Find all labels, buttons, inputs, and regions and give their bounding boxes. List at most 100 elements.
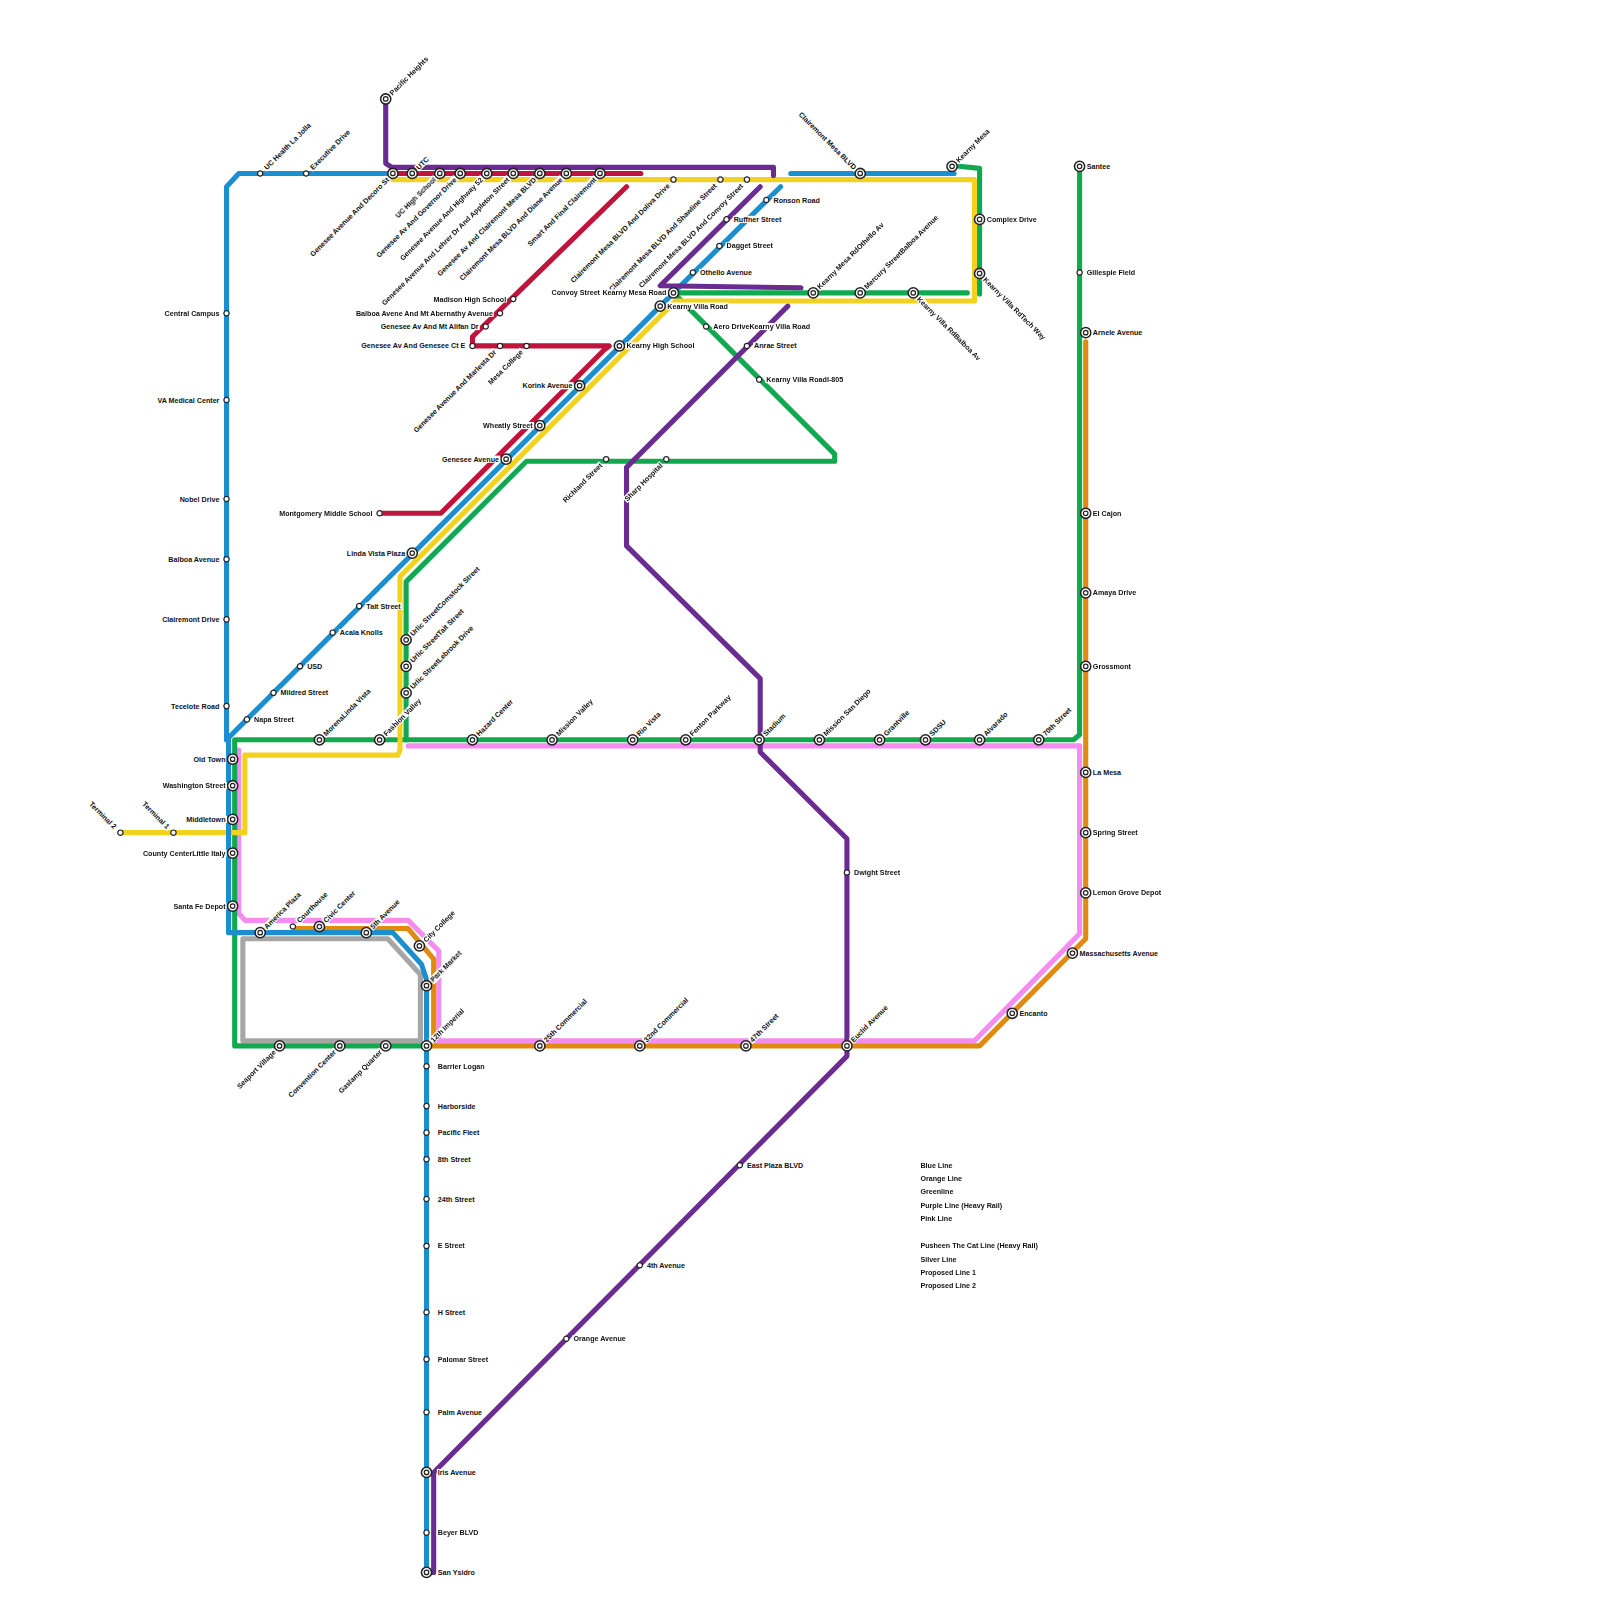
station-ring: [974, 735, 984, 745]
station-marker: [637, 1263, 642, 1268]
station-core: [630, 738, 634, 742]
station-marker: [511, 296, 516, 301]
station-label: SDSU: [927, 717, 948, 738]
station-label: Spring Street: [1092, 829, 1139, 836]
station-marker: [290, 924, 295, 929]
station-label: Balboa Avenue: [167, 556, 220, 563]
station-label: Korink Avenue: [522, 382, 574, 389]
legend-text: Pink Line: [920, 1215, 952, 1222]
station-marker: [470, 343, 475, 348]
station-label: 32nd Commercial: [642, 996, 691, 1045]
station-label: Smart And Final Clairemont: [525, 175, 598, 248]
station-ring: [508, 168, 518, 178]
station-ring: [920, 735, 930, 745]
station-label: 25th Commercial: [542, 997, 589, 1044]
station-ring: [407, 548, 417, 558]
transit-line: [791, 171, 954, 176]
station-ring: [744, 177, 749, 182]
station-ring: [303, 171, 308, 176]
station-ring: [855, 168, 865, 178]
station-core: [417, 944, 421, 948]
station-core: [258, 930, 262, 934]
station-ring: [842, 1041, 852, 1051]
transit-line: [120, 180, 974, 833]
station-marker: [303, 171, 308, 176]
station-marker: [455, 168, 465, 178]
station-ring: [703, 324, 708, 329]
station-marker: [974, 214, 984, 224]
station-label: Tecelote Road: [170, 703, 220, 710]
station-marker: [524, 343, 529, 348]
station-marker: [668, 288, 678, 298]
station-marker: [874, 735, 884, 745]
station-label: Genesee Avenue: [441, 456, 500, 463]
station-ring: [808, 288, 818, 298]
station-marker: [224, 703, 229, 708]
station-ring: [388, 168, 398, 178]
station-label: Ronson Road: [772, 196, 820, 203]
station-core: [671, 291, 675, 295]
station-ring: [1081, 888, 1091, 898]
station-ring: [118, 830, 123, 835]
station-marker: [508, 168, 518, 178]
station-core: [317, 738, 321, 742]
station-label: Genesee Avenue And Decoro St: [308, 175, 391, 258]
station-ring: [381, 1041, 391, 1051]
station-label: El Cajon: [1092, 510, 1123, 517]
station-core: [230, 851, 234, 855]
station-marker: [224, 496, 229, 501]
station-marker: [744, 177, 749, 182]
station-label: Convention Center: [286, 1048, 338, 1100]
station-label: USD: [306, 663, 323, 670]
station-marker: [690, 270, 695, 275]
station-ring: [401, 688, 411, 698]
station-ring: [407, 168, 417, 178]
station-core: [317, 924, 321, 928]
station-marker: [635, 1041, 645, 1051]
station-ring: [314, 921, 324, 931]
station-marker: [974, 735, 984, 745]
station-ring: [947, 161, 957, 171]
station-ring: [564, 1336, 569, 1341]
station-core: [410, 551, 414, 555]
station-label: Encanto: [1018, 1010, 1048, 1017]
station-ring: [664, 457, 669, 462]
station-marker: [401, 635, 411, 645]
station-core: [424, 983, 428, 987]
station-core: [598, 171, 602, 175]
station-core: [577, 383, 581, 387]
station-marker: [424, 1064, 429, 1069]
station-core: [911, 291, 915, 295]
station-marker: [703, 324, 708, 329]
station-marker: [737, 1163, 742, 1168]
station-core: [404, 691, 408, 695]
station-marker: [377, 511, 382, 516]
station-core: [424, 1570, 428, 1574]
station-label: Grantville: [881, 708, 911, 738]
station-core: [1083, 664, 1087, 668]
station-ring: [401, 635, 411, 645]
station-marker: [628, 735, 638, 745]
station-ring: [228, 901, 238, 911]
station-ring: [844, 870, 849, 875]
station-label: Iris Avenue: [437, 1469, 477, 1476]
station-ring: [224, 703, 229, 708]
station-ring: [724, 217, 729, 222]
station-ring: [424, 1243, 429, 1248]
station-ring: [974, 214, 984, 224]
station-ring: [314, 735, 324, 745]
station-marker: [424, 1103, 429, 1108]
station-ring: [574, 381, 584, 391]
station-label: Dwight Street: [853, 869, 901, 876]
station-label: Clairemont Drive: [161, 616, 220, 623]
transit-line: [386, 99, 774, 176]
station-ring: [455, 168, 465, 178]
station-marker: [535, 1041, 545, 1051]
station-label: Beyer BLVD: [437, 1529, 480, 1536]
station-marker: [330, 630, 335, 635]
station-core: [438, 171, 442, 175]
station-ring: [547, 735, 557, 745]
station-marker: [1081, 508, 1091, 518]
station-core: [658, 304, 662, 308]
station-ring: [744, 343, 749, 348]
